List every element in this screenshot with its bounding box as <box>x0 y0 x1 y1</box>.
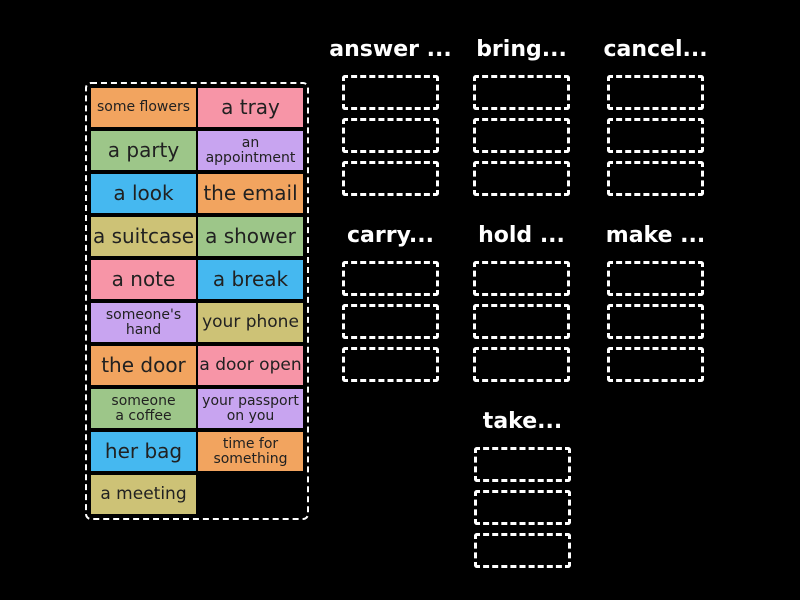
word-tile[interactable]: your passport on you <box>198 389 303 428</box>
drop-slot[interactable] <box>607 118 704 153</box>
drop-slot[interactable] <box>473 347 570 382</box>
group-take: take... <box>474 407 571 576</box>
word-tile[interactable]: the email <box>198 174 303 213</box>
word-tile[interactable]: a look <box>91 174 196 213</box>
drop-slot[interactable] <box>607 75 704 110</box>
drop-slot[interactable] <box>607 161 704 196</box>
group-bring: bring... <box>473 35 570 204</box>
word-tile[interactable]: a suitcase <box>91 217 196 256</box>
slot-list <box>473 75 570 204</box>
slot-list <box>607 261 704 390</box>
group-header: take... <box>482 409 563 434</box>
drop-slot[interactable] <box>342 304 439 339</box>
word-tile[interactable]: someone's hand <box>91 303 196 342</box>
word-tile[interactable]: a meeting <box>91 475 196 514</box>
drop-slot[interactable] <box>342 347 439 382</box>
slot-list <box>342 261 439 390</box>
drop-slot[interactable] <box>342 75 439 110</box>
word-tile[interactable]: her bag <box>91 432 196 471</box>
drop-slot[interactable] <box>474 447 571 482</box>
word-tile[interactable]: a break <box>198 260 303 299</box>
drop-slot[interactable] <box>473 75 570 110</box>
drop-slot[interactable] <box>473 118 570 153</box>
word-tile[interactable]: time for something <box>198 432 303 471</box>
drop-slot[interactable] <box>607 304 704 339</box>
word-tile[interactable]: a party <box>91 131 196 170</box>
group-hold: hold ... <box>473 221 570 390</box>
drop-slot[interactable] <box>473 161 570 196</box>
group-header: cancel... <box>603 37 708 62</box>
word-tile[interactable]: the door <box>91 346 196 385</box>
word-tile[interactable]: someone a coffee <box>91 389 196 428</box>
group-cancel: cancel... <box>603 35 708 204</box>
slot-list <box>474 447 571 576</box>
group-carry: carry... <box>342 221 439 390</box>
drop-slot[interactable] <box>342 161 439 196</box>
word-tile[interactable]: a note <box>91 260 196 299</box>
slot-list <box>473 261 570 390</box>
group-header: bring... <box>476 37 567 62</box>
word-tile[interactable]: a tray <box>198 88 303 127</box>
drop-slot[interactable] <box>473 304 570 339</box>
slot-list <box>342 75 439 204</box>
word-tile[interactable]: a door open <box>198 346 303 385</box>
drop-slot[interactable] <box>607 261 704 296</box>
drop-slot[interactable] <box>473 261 570 296</box>
slot-list <box>607 75 704 204</box>
group-answer: answer ... <box>329 35 452 204</box>
group-header: hold ... <box>478 223 565 248</box>
word-tile[interactable]: a shower <box>198 217 303 256</box>
word-tile[interactable]: some flowers <box>91 88 196 127</box>
group-header: answer ... <box>329 37 452 62</box>
drop-slot[interactable] <box>342 118 439 153</box>
drop-slot[interactable] <box>342 261 439 296</box>
drop-slot[interactable] <box>474 490 571 525</box>
group-header: carry... <box>347 223 434 248</box>
group-make: make ... <box>605 221 706 390</box>
drop-slot[interactable] <box>607 347 704 382</box>
drop-slot[interactable] <box>474 533 571 568</box>
group-header: make ... <box>605 223 706 248</box>
word-tile[interactable]: an appointment <box>198 131 303 170</box>
word-tile[interactable]: your phone <box>198 303 303 342</box>
